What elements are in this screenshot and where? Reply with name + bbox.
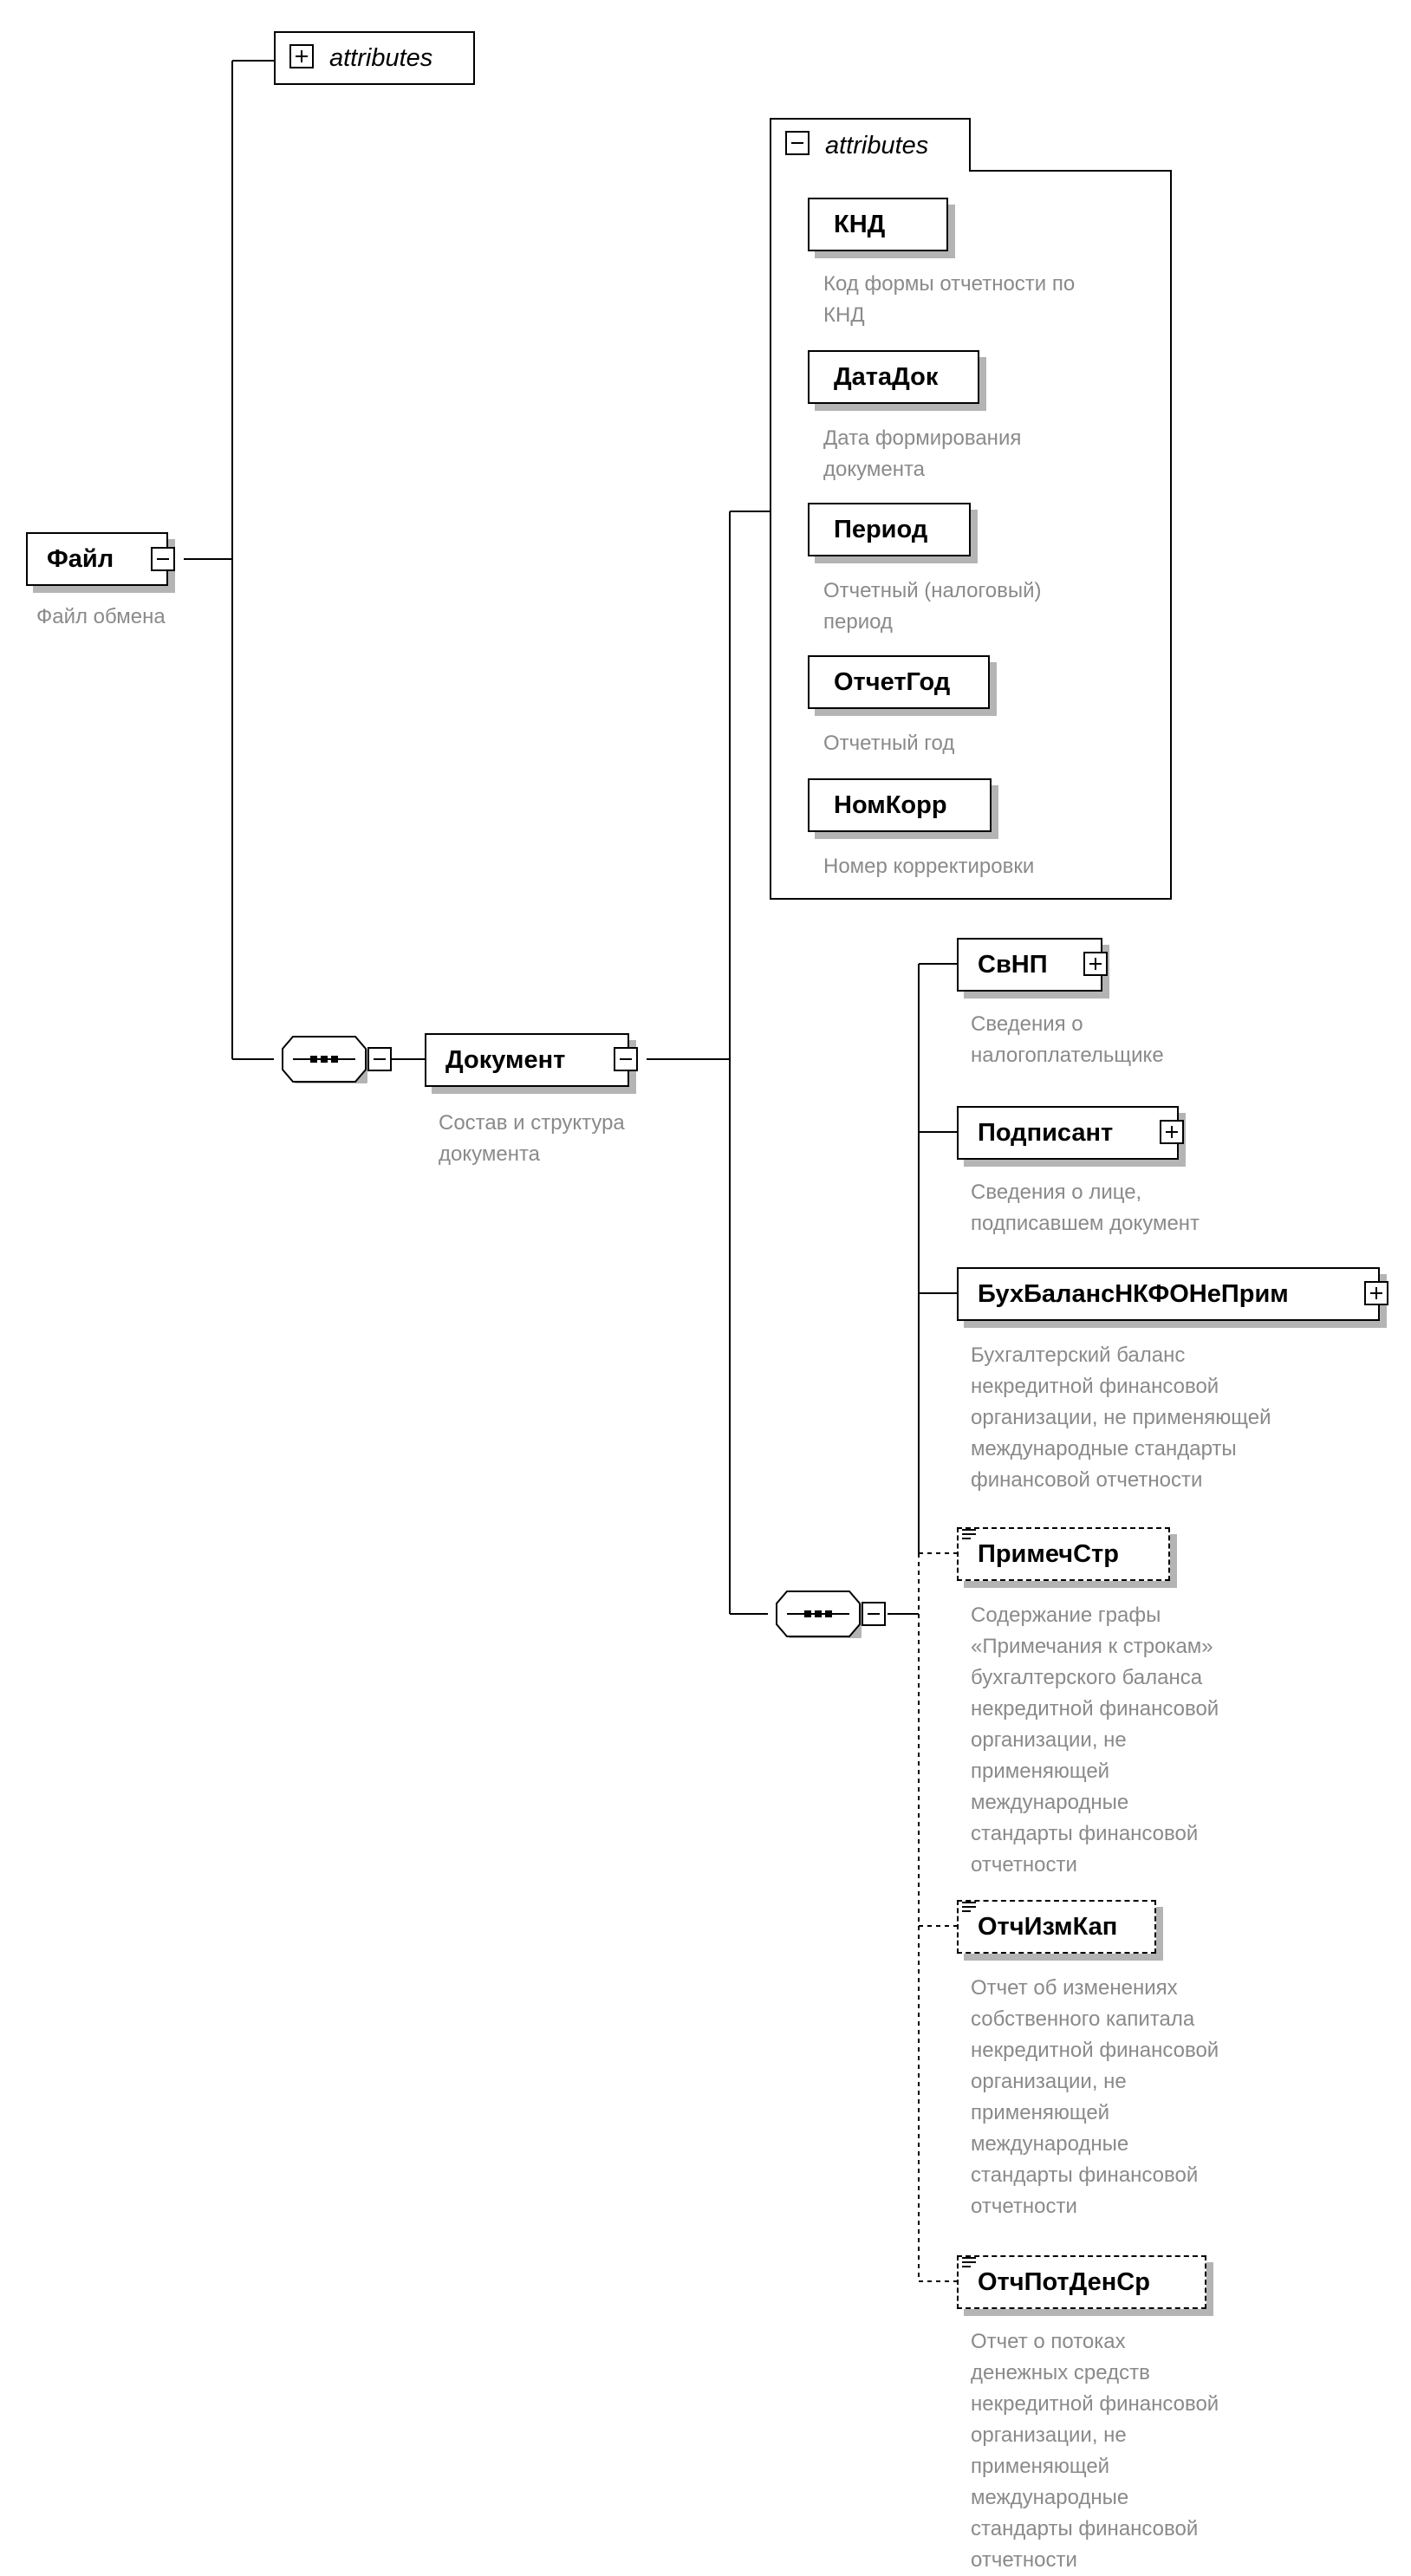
- attributes-group-root[interactable]: attributes: [274, 31, 475, 85]
- attribute-nomkorr[interactable]: НомКорр: [808, 778, 992, 832]
- attributes-group-document[interactable]: attributes: [770, 118, 971, 172]
- attribute-description: Дата формирования документа: [823, 426, 1022, 481]
- element-svnp[interactable]: СвНП: [957, 938, 1102, 992]
- element-description: Содержание графы «Примечания к строкам» …: [971, 1603, 1219, 1877]
- attribute-otchetgod[interactable]: ОтчетГод: [808, 655, 990, 709]
- minus-box-icon[interactable]: [367, 1047, 392, 1071]
- plus-box-icon[interactable]: [1364, 1281, 1388, 1305]
- element-otchpotdensr[interactable]: ОтчПотДенСр: [957, 2255, 1206, 2309]
- attribute-period[interactable]: Период: [808, 503, 971, 556]
- element-description: Сведения о лице, подписавшем документ: [971, 1181, 1200, 1235]
- element-description: Отчет о потоках денежных средств некреди…: [971, 2330, 1219, 2572]
- attributes-label: attributes: [329, 43, 433, 72]
- sequence-compositor-icon: [776, 1590, 862, 1638]
- attribute-knd[interactable]: КНД: [808, 198, 948, 251]
- element-description: Бухгалтерский баланс некредитной финансо…: [971, 1343, 1271, 1492]
- element-description: Отчет об изменениях собственного капитал…: [971, 1976, 1219, 2218]
- minus-box-icon[interactable]: [614, 1047, 638, 1071]
- plus-box-icon[interactable]: [289, 44, 314, 68]
- minus-box-icon[interactable]: [862, 1602, 886, 1626]
- element-description: Состав и структура документа: [439, 1111, 625, 1166]
- minus-box-icon[interactable]: [151, 547, 175, 571]
- element-fail[interactable]: Файл: [26, 532, 168, 586]
- plus-box-icon[interactable]: [1160, 1120, 1184, 1144]
- element-podpisant[interactable]: Подписант: [957, 1106, 1179, 1160]
- attribute-description: Номер корректировки: [823, 855, 1035, 878]
- text-content-icon: [962, 1902, 976, 1914]
- element-description: Файл обмена: [36, 605, 166, 628]
- element-dokument[interactable]: Документ: [425, 1033, 629, 1087]
- attribute-datadok[interactable]: ДатаДок: [808, 350, 979, 404]
- attribute-description: Отчетный год: [823, 732, 955, 755]
- element-description: Сведения о налогоплательщике: [971, 1012, 1164, 1067]
- attribute-description: Отчетный (налоговый) период: [823, 579, 1042, 634]
- element-buhbalans[interactable]: БухБалансНКФОНеПрим: [957, 1267, 1380, 1321]
- attributes-label: attributes: [825, 131, 929, 159]
- attribute-description: Код формы отчетности по КНД: [823, 272, 1076, 327]
- text-content-icon: [962, 1529, 976, 1541]
- sequence-compositor-icon: [282, 1036, 367, 1083]
- element-name: Документ: [445, 1045, 566, 1074]
- element-name: Файл: [47, 544, 114, 573]
- text-content-icon: [962, 2257, 976, 2269]
- minus-box-icon[interactable]: [785, 131, 810, 155]
- plus-box-icon[interactable]: [1083, 952, 1108, 976]
- element-otchizmkap[interactable]: ОтчИзмКап: [957, 1900, 1156, 1954]
- element-primechstr[interactable]: ПримечСтр: [957, 1527, 1170, 1581]
